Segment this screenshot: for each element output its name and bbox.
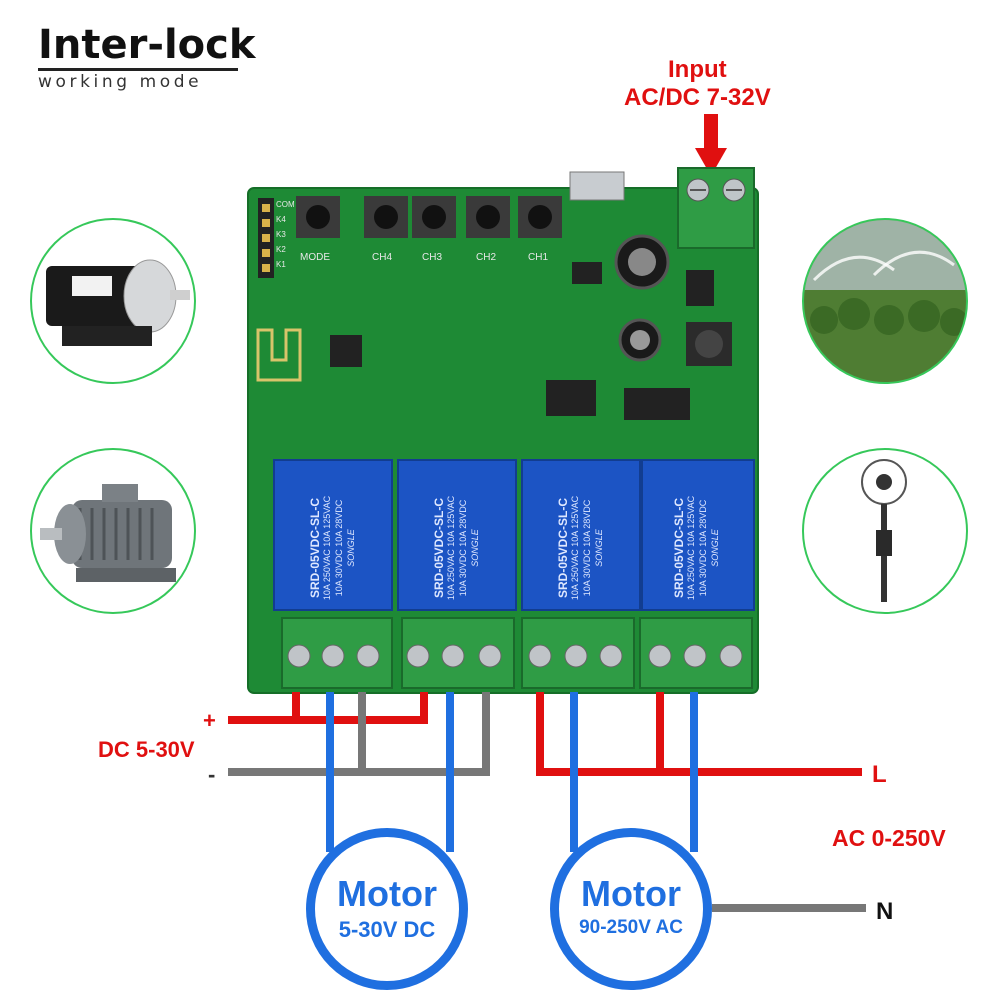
button-label-ch3: CH3 [422,252,443,263]
button-label-ch4: CH4 [372,252,393,263]
ac-motor-circle: Motor 90-250V AC [550,828,712,990]
relay-4-rating1: 10A 250VAC 10A 125VAC [686,495,696,601]
ac-motor-spec: 90-250V AC [579,917,683,938]
relay-4-text: SRD-05VDC-SL-C 10A 250VAC 10A 125VAC 10A… [645,466,749,606]
arrow-down-icon [695,114,727,176]
page-title: Inter-lock [38,22,256,68]
relay-1-rating2: 10A 30VDC 10A 28VDC [334,499,344,597]
relay-4-model: SRD-05VDC-SL-C [672,498,686,599]
ac-neutral-label: N [876,898,894,925]
dc-voltage-label: DC 5-30V [98,737,195,762]
sprinkler-thumbnail [802,218,968,384]
pin-label-k4: K4 [276,215,286,224]
pin-label-k1: K1 [276,260,286,269]
tact-buttons [296,196,562,238]
ac-voltage-label: AC 0-250V [832,825,946,851]
fan-thumbnail [802,448,968,614]
relay-1-brand: SONGLE [346,529,356,567]
pin-labels: COM K4 K3 K2 K1 [276,197,300,277]
dc-negative-label: - [208,762,216,787]
wifi-antenna-icon [256,328,302,382]
relay-board [247,167,759,694]
relay-2-text: SRD-05VDC-SL-C 10A 250VAC 10A 125VAC 10A… [403,466,511,606]
button-labels: MODE CH4 CH3 CH2 CH1 [300,252,560,268]
relays [273,459,755,611]
button-label-mode: MODE [300,252,330,263]
relay-3-rating2: 10A 30VDC 10A 28VDC [582,499,592,597]
dc-positive-label: + [203,708,216,733]
button-label-ch1: CH1 [528,252,549,263]
relay-4-brand: SONGLE [710,529,720,567]
relay-3-text: SRD-05VDC-SL-C 10A 250VAC 10A 125VAC 10A… [527,466,635,606]
pin-label-com: COM [276,200,295,209]
ac-motor-thumbnail [30,448,196,614]
button-label-ch2: CH2 [476,252,497,263]
relay-2-rating1: 10A 250VAC 10A 125VAC [446,495,456,601]
relay-2-rating2: 10A 30VDC 10A 28VDC [458,499,468,597]
dc-motor-thumbnail [30,218,196,384]
ac-live-label: L [872,761,887,788]
ac-motor-icon [40,484,176,582]
relay-3-model: SRD-05VDC-SL-C [556,498,570,599]
relay-2-model: SRD-05VDC-SL-C [432,498,446,599]
relay-3-rating1: 10A 250VAC 10A 125VAC [570,495,580,601]
title-underline [38,68,238,71]
pin-label-k2: K2 [276,245,286,254]
relay-3-brand: SONGLE [594,529,604,567]
relay-1-rating1: 10A 250VAC 10A 125VAC [322,495,332,601]
dc-motor-title: Motor [337,873,437,914]
relay-2-brand: SONGLE [470,529,480,567]
input-voltage-label: AC/DC 7-32V [624,84,771,111]
dc-motor-spec: 5-30V DC [338,917,436,942]
dc-motor-circle: Motor 5-30V DC [306,828,468,990]
dc-motor-icon [46,259,190,346]
relay-1-model: SRD-05VDC-SL-C [308,498,322,599]
ac-wires [536,692,866,912]
pin-label-k3: K3 [276,230,286,239]
fan-icon [861,459,907,602]
input-label: Input [668,56,727,83]
sprinkler-icon [804,220,966,382]
dc-wires [228,692,490,852]
ac-motor-title: Motor [581,873,681,914]
output-terminals [281,617,753,689]
page-subtitle: working mode [38,72,203,92]
relay-4-rating2: 10A 30VDC 10A 28VDC [698,499,708,597]
relay-1-text: SRD-05VDC-SL-C 10A 250VAC 10A 125VAC 10A… [279,466,387,606]
